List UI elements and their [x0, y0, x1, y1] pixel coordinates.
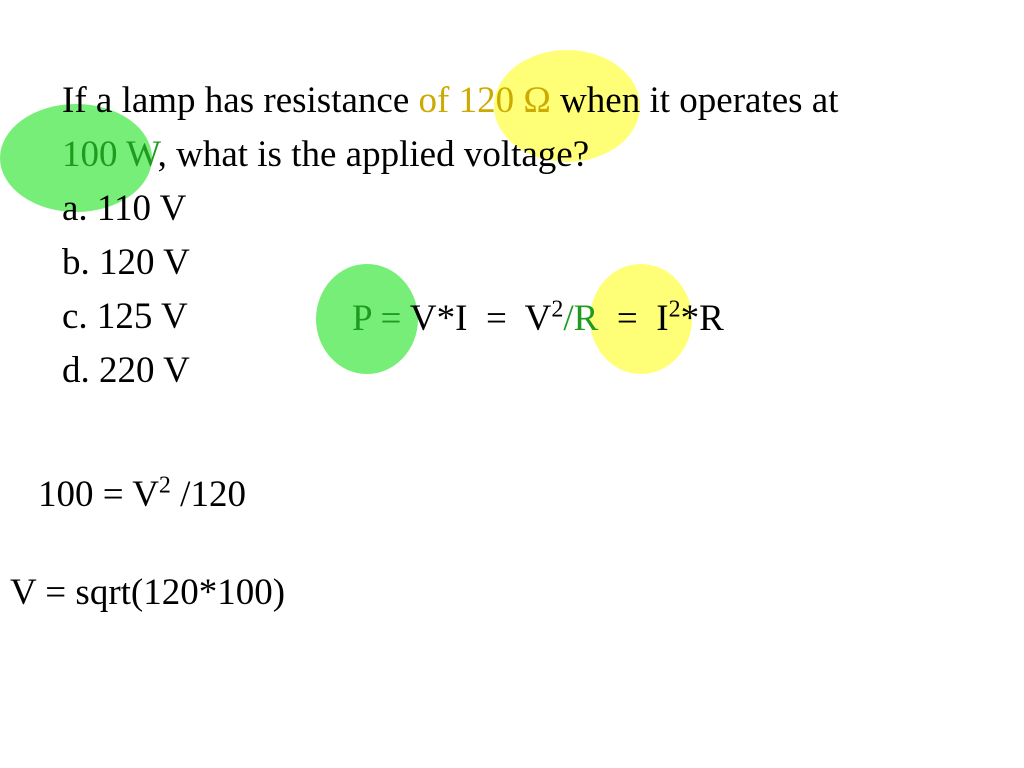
solution-step-1: 100 = V2 /120 — [38, 468, 246, 522]
question-text: If a lamp has resistance of 120 Ω when i… — [62, 74, 839, 182]
step1-start: 100 = V — [38, 474, 159, 515]
formula-vi: V*I = V — [409, 298, 552, 339]
step1-exponent: 2 — [158, 472, 171, 499]
choice-c: c. 125 V — [62, 296, 188, 337]
solution-step-2: V = sqrt(120*100) — [10, 572, 286, 613]
resistance-value: of 120 Ω — [418, 80, 551, 121]
choice-d: d. 220 V — [62, 350, 190, 391]
choice-a: a. 110 V — [62, 188, 187, 229]
green-highlight-power — [316, 264, 418, 374]
answer-choices: a. 110 V b. 120 V c. 125 V d. 220 V — [62, 182, 190, 398]
formula-exponent-1: 2 — [551, 296, 564, 323]
question-line-1-end: when it operates at — [550, 80, 839, 121]
formula-equals-2: = I — [598, 298, 669, 339]
yellow-highlight-resistance — [494, 50, 640, 162]
power-value: 100 W — [62, 134, 158, 175]
question-line-1: If a lamp has resistance of 120 Ω when i… — [62, 74, 839, 128]
choice-b: b. 120 V — [62, 242, 190, 283]
formula-equals-1: = — [371, 298, 410, 339]
yellow-highlight-resistance-term — [590, 264, 692, 374]
formula-over-r: /R — [563, 298, 599, 339]
green-highlight-left — [0, 104, 152, 212]
question-line-1-start: If a lamp has resistance — [62, 80, 419, 121]
power-formula: P = V*I = V2/R = I2*R — [352, 292, 724, 346]
step1-end: /120 — [170, 474, 246, 515]
formula-p: P — [352, 298, 372, 339]
formula-exponent-2: 2 — [668, 296, 681, 323]
question-line-2: 100 W, what is the applied voltage? — [62, 128, 839, 182]
formula-tail: *R — [680, 298, 724, 339]
question-line-2-end: , what is the applied voltage? — [157, 134, 590, 175]
